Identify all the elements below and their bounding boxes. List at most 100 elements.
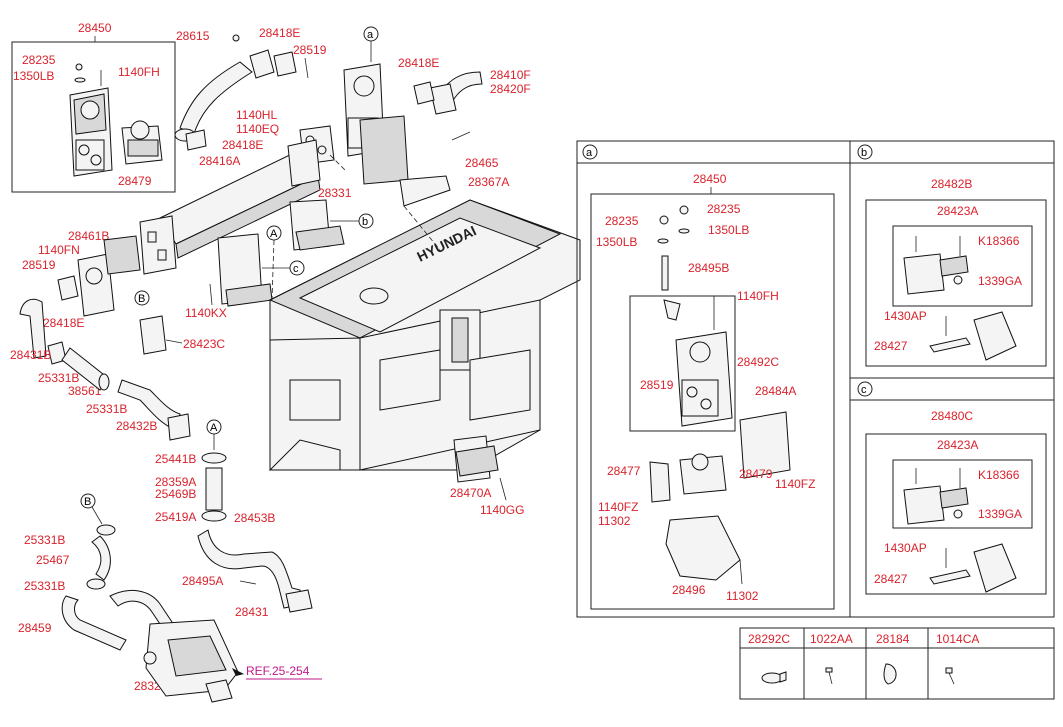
label-28359A: 28359A bbox=[155, 475, 196, 489]
panel-b-header-circle bbox=[857, 144, 873, 160]
egr-pipe-28410F-icon bbox=[413, 71, 483, 115]
panel-a-label-28519: 28519 bbox=[640, 378, 674, 392]
water-pipe-28432B-icon bbox=[117, 379, 191, 441]
panel-a-label-1140FZ-right: 1140FZ bbox=[775, 477, 815, 491]
bracket-28423C-icon bbox=[139, 315, 167, 355]
callout-A-top-text: A bbox=[270, 228, 278, 240]
panel-c-inner-frame bbox=[892, 459, 1033, 529]
panel-c-bracket-icon bbox=[903, 468, 969, 525]
label-ref-25-254: REF.25-254 bbox=[246, 664, 310, 678]
label-25441B: 25441B bbox=[155, 452, 196, 466]
panel-a-label-28495B: 28495B bbox=[688, 261, 729, 275]
label-28420F: 28420F bbox=[490, 82, 531, 96]
panel-a-egr-valve-icon bbox=[663, 299, 733, 427]
panel-b-label-28482B: 28482B bbox=[931, 177, 972, 191]
label-25331B-a: 25331B bbox=[38, 371, 79, 385]
callout-circle-B-bottom bbox=[80, 493, 96, 509]
panel-a-label-1140FZ-left: 1140FZ bbox=[598, 500, 638, 514]
egr-valve-assembly-icon bbox=[343, 63, 409, 185]
panel-c-label-28480C: 28480C bbox=[931, 409, 973, 423]
label-25331B-c: 25331B bbox=[24, 533, 65, 547]
fastener-table bbox=[739, 627, 1055, 700]
callout-A-mid-text: A bbox=[210, 422, 218, 434]
panel-a-label-28477: 28477 bbox=[607, 464, 641, 478]
clamp-28292C-icon bbox=[761, 671, 787, 684]
bracket-b-icon bbox=[289, 199, 345, 251]
panel-c-header: c bbox=[861, 384, 867, 396]
label-28235: 28235 bbox=[22, 53, 56, 67]
label-1140KX: 1140KX bbox=[185, 306, 227, 320]
panel-a-label-28492C: 28492C bbox=[737, 355, 779, 369]
label-28450: 28450 bbox=[78, 21, 112, 35]
bracket-28367A-icon bbox=[399, 175, 451, 207]
egr-actuator-28470A-icon bbox=[453, 435, 499, 483]
label-28495A: 28495A bbox=[182, 574, 223, 588]
table-header-1022AA: 1022AA bbox=[810, 632, 853, 646]
label-25467: 25467 bbox=[36, 553, 70, 567]
label-28418E-top: 28418E bbox=[259, 26, 300, 40]
callout-circle-B-left bbox=[134, 290, 150, 306]
panel-a-actuator-28479-icon bbox=[649, 453, 727, 503]
label-1140HL: 1140HL bbox=[236, 108, 277, 122]
panel-a-header-circle bbox=[582, 144, 598, 160]
panel-a-label-1350LB-right: 1350LB bbox=[708, 223, 749, 237]
clip-28184-icon bbox=[883, 663, 897, 685]
callout-a-text: a bbox=[367, 29, 374, 41]
panel-a-label-28479: 28479 bbox=[739, 467, 773, 481]
panel-c-label-28427: 28427 bbox=[874, 572, 908, 586]
panel-a-label-1350LB-left: 1350LB bbox=[596, 235, 637, 249]
label-25331B-d: 25331B bbox=[24, 579, 65, 593]
table-header-28292C: 28292C bbox=[748, 632, 790, 646]
label-1350LB: 1350LB bbox=[13, 69, 54, 83]
egr-valve-icon bbox=[69, 63, 113, 177]
label-28331: 28331 bbox=[318, 186, 352, 200]
label-28418E-right: 28418E bbox=[398, 56, 439, 70]
table-header-1014CA: 1014CA bbox=[936, 632, 979, 646]
label-28431: 28431 bbox=[235, 605, 269, 619]
label-25331B-b: 25331B bbox=[86, 402, 127, 416]
panel-a-bracket-28496-icon bbox=[665, 515, 741, 581]
panel-c-label-1339GA: 1339GA bbox=[978, 507, 1022, 521]
label-25419A: 25419A bbox=[155, 510, 196, 524]
detail-panel-frame bbox=[576, 140, 1055, 618]
water-pipe-28453B-icon bbox=[197, 529, 313, 613]
panel-a-bracket-28484A-icon bbox=[739, 411, 791, 479]
panel-a-label-28235-right: 28235 bbox=[707, 202, 741, 216]
panel-a-label-28235-left: 28235 bbox=[605, 214, 639, 228]
label-28416A: 28416A bbox=[199, 154, 240, 168]
hose-28359A-icon bbox=[205, 467, 223, 511]
label-28615: 28615 bbox=[176, 29, 210, 43]
egr-pipe-upper-icon bbox=[174, 34, 275, 142]
label-28453B: 28453B bbox=[234, 511, 275, 525]
label-1140GG: 1140GG bbox=[480, 503, 524, 517]
label-28418E-mid: 28418E bbox=[222, 138, 263, 152]
label-28431B: 28431B bbox=[10, 348, 51, 362]
water-hose-38561-icon bbox=[61, 347, 110, 391]
callout-c-text: c bbox=[293, 263, 299, 275]
bracket-c-icon bbox=[217, 233, 273, 307]
callout-b-text: b bbox=[362, 216, 368, 228]
panel-a-label-28496: 28496 bbox=[672, 583, 706, 597]
panel-c-header-circle bbox=[857, 381, 873, 397]
label-1140EQ: 1140EQ bbox=[236, 122, 279, 136]
label-28423C: 28423C bbox=[183, 337, 225, 351]
panel-b-label-K18366: K18366 bbox=[978, 234, 1020, 248]
label-28410F: 28410F bbox=[490, 68, 531, 82]
label-28479: 28479 bbox=[118, 174, 152, 188]
panel-b-bracket-icon bbox=[903, 236, 969, 295]
panel-b-outer-frame bbox=[865, 199, 1047, 367]
label-28470A: 28470A bbox=[450, 486, 491, 500]
label-28519-left: 28519 bbox=[22, 258, 56, 272]
label-28461B: 28461B bbox=[68, 229, 109, 243]
label-1140FN: 1140FN bbox=[38, 243, 80, 257]
label-28367A: 28367A bbox=[468, 175, 509, 189]
panel-a-label-11302-left: 11302 bbox=[598, 514, 631, 528]
panel-a-header: a bbox=[586, 147, 593, 159]
panel-a-valve-frame bbox=[629, 295, 736, 432]
panel-b-label-1339GA: 1339GA bbox=[978, 274, 1022, 288]
hose-clamp-25419A-icon bbox=[201, 510, 227, 522]
bolt-1014CA-icon bbox=[945, 667, 955, 685]
panel-c-label-K18366: K18366 bbox=[978, 468, 1020, 482]
water-inlet-housing-icon bbox=[143, 619, 239, 703]
